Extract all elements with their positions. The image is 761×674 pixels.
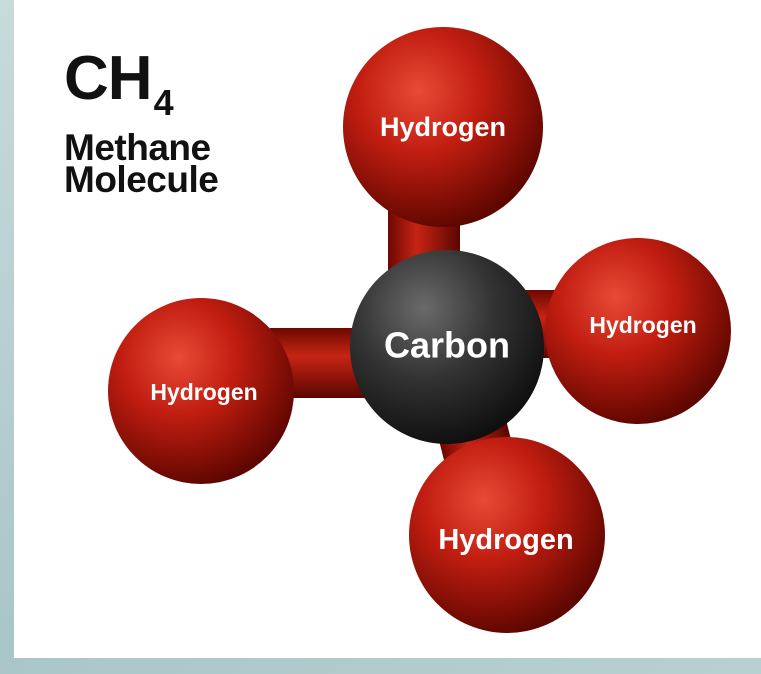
label-hydrogen-right: Hydrogen (589, 312, 696, 338)
label-hydrogen-bottom: Hydrogen (438, 524, 573, 556)
hydrogen-atom-left (108, 298, 294, 484)
hydrogen-atom-top (343, 27, 543, 227)
label-carbon: Carbon (384, 325, 510, 366)
chemical-formula: CH4 (64, 48, 218, 124)
label-hydrogen-top: Hydrogen (380, 112, 506, 142)
molecule-name-line1: Methane (64, 127, 211, 168)
molecule-name-line2: Molecule (64, 159, 219, 200)
label-hydrogen-left: Hydrogen (150, 379, 257, 405)
title-block: CH4 Methane Molecule (64, 48, 219, 200)
hydrogen-atom-bottom (409, 437, 605, 633)
carbon-atom (350, 250, 544, 444)
formula-subscript: 4 (153, 82, 174, 123)
formula-main: CH (64, 44, 153, 113)
hydrogen-atom-right (545, 238, 731, 424)
